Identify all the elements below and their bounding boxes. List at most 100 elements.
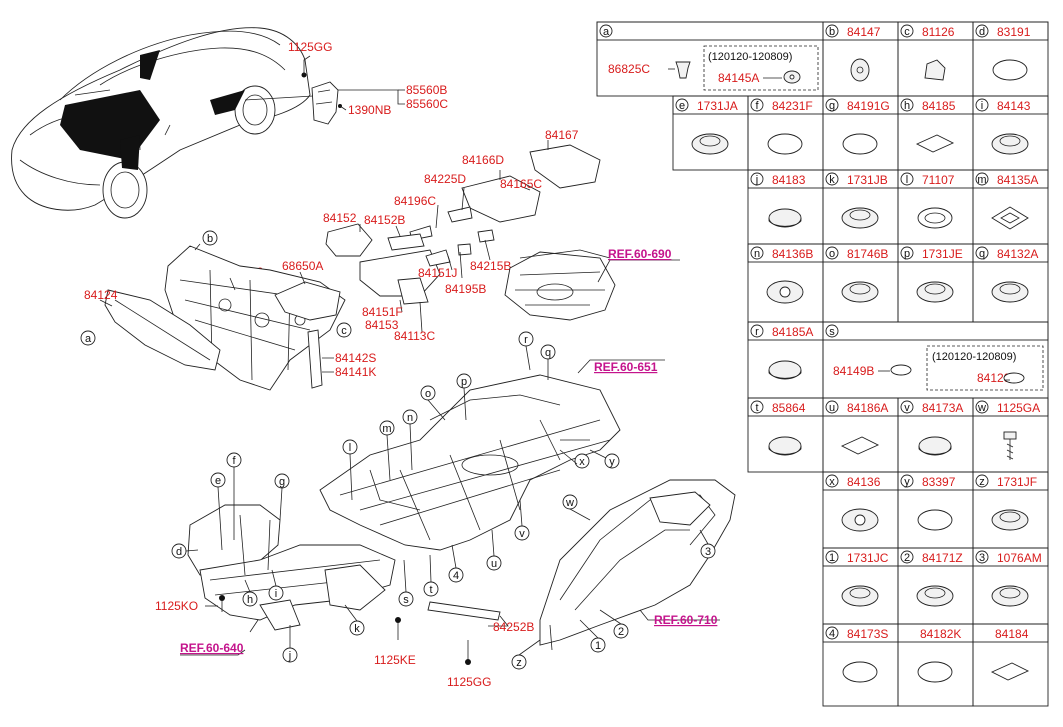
label-1125KE: 1125KE — [374, 653, 416, 667]
grommet-icon — [850, 58, 870, 82]
table-cell-part: 1731JC — [847, 551, 889, 565]
cap-icon — [991, 585, 1029, 607]
callout-k: k — [349, 620, 365, 636]
plug-icon — [890, 364, 912, 376]
label-84152: 84152 — [323, 211, 357, 225]
parts-table — [596, 21, 1049, 707]
table-cell-letter: z — [979, 476, 985, 488]
table-cell-letter: u — [829, 402, 835, 414]
callout-z: z — [511, 654, 527, 670]
callout-s-text: s — [403, 594, 409, 606]
table-s-date: (120120-120809) — [932, 351, 1016, 363]
callout-g-text: g — [279, 476, 285, 488]
callout-j-text: j — [288, 650, 291, 662]
cap-icon — [916, 585, 954, 607]
table-cell-letter: m — [977, 174, 986, 186]
label-84165C: 84165C — [500, 177, 542, 191]
label-84215B: 84215B — [470, 259, 511, 273]
table-cell-part: 84191G — [847, 99, 890, 113]
ref-60-710: REF.60-710 — [654, 613, 718, 627]
cap-icon — [841, 281, 879, 303]
table-s-part: 84149B — [833, 364, 874, 378]
car-illustration — [11, 27, 405, 219]
table-a-letter: a — [603, 26, 610, 38]
insulation-pads — [325, 144, 601, 305]
table-cell-part: 84136B — [772, 247, 813, 261]
callout-v-text: v — [519, 528, 525, 540]
table-cell-letter: t — [755, 402, 758, 414]
callout-2: 2 — [613, 623, 629, 639]
cap-icon — [691, 133, 729, 155]
table-cell-part: 83191 — [997, 25, 1031, 39]
label-84113C: 84113C — [394, 329, 435, 343]
callout-r: r — [518, 331, 534, 347]
clip-icon — [924, 59, 946, 81]
plug-icon — [768, 436, 802, 456]
callout-l-text: l — [349, 442, 351, 454]
callout-1: 1 — [590, 637, 606, 653]
callout-q: q — [540, 344, 556, 360]
cap-icon — [841, 207, 879, 229]
table-cell-letter: 2 — [904, 552, 910, 564]
star-icon — [766, 280, 804, 304]
callout-p: p — [456, 373, 472, 389]
callout-y-text: y — [609, 456, 615, 468]
label-84252B: 84252B — [493, 620, 534, 634]
callout-i: i — [268, 585, 284, 601]
plug-icon — [768, 208, 802, 228]
table-cell-84184: 84184 — [990, 627, 1030, 681]
table-cell-part: 84143 — [997, 99, 1031, 113]
table-cell-letter: w — [977, 402, 986, 414]
table-cell-letter: c — [904, 26, 910, 38]
ref-60-640: REF.60-640 — [180, 641, 244, 655]
callout-f: f — [226, 452, 242, 468]
callout-j: j — [282, 647, 298, 663]
callout-f-text: f — [232, 455, 236, 467]
label-84142S: 84142S — [335, 351, 376, 365]
callout-g: g — [274, 473, 290, 489]
callout-a-text: a — [85, 333, 92, 345]
table-cell-letter: n — [754, 248, 760, 260]
label-84141K: 84141K — [335, 365, 376, 379]
disc-icon — [917, 509, 953, 531]
callout-3-text: 3 — [705, 546, 711, 558]
table-cell-letter: y — [904, 476, 910, 488]
table-cell-letter: e — [679, 100, 685, 112]
table-cell-part: 84136 — [847, 475, 881, 489]
label-84225D: 84225D — [424, 172, 466, 186]
table-a-part: 86825C — [608, 62, 650, 76]
callout-u: u — [486, 555, 502, 571]
callout-o-text: o — [425, 388, 431, 400]
callout-r-text: r — [524, 334, 528, 346]
table-cell-letter: b — [829, 26, 835, 38]
table-cell-part: 81746B — [847, 247, 888, 261]
label-85560B: 85560B — [406, 83, 447, 97]
plug-icon — [1003, 372, 1025, 384]
label-85560C: 85560C — [406, 97, 448, 111]
table-cell-part: 1125GA — [997, 401, 1040, 415]
rectring-icon — [991, 206, 1029, 230]
plug-icon — [768, 360, 802, 380]
callout-s: s — [398, 591, 414, 607]
label-84195B: 84195B — [445, 282, 486, 296]
label-1390NB: 1390NB — [348, 103, 391, 117]
callout-n: n — [402, 409, 418, 425]
rear-floor — [504, 249, 616, 321]
ring-icon — [917, 207, 953, 229]
table-a-sub: 84145A — [718, 71, 759, 85]
table-cell-letter: j — [755, 174, 758, 186]
callout-2-text: 2 — [618, 626, 624, 638]
